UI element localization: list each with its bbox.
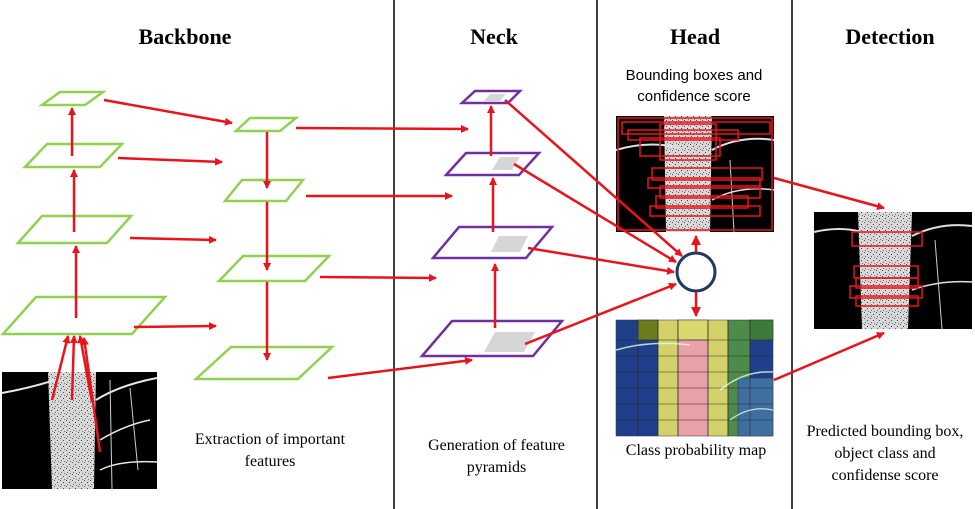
neck-plane-4 bbox=[419, 319, 565, 358]
class-probability-map bbox=[615, 319, 774, 437]
caption-neck-line2: pyramids bbox=[466, 459, 527, 476]
backbone-plane-l4 bbox=[0, 295, 168, 336]
backbone-plane-r4 bbox=[192, 345, 336, 381]
caption-backbone-line1: Extraction of important bbox=[194, 431, 346, 448]
section-dividers bbox=[393, 0, 793, 509]
caption-backbone-line2: features bbox=[244, 453, 296, 470]
input-image bbox=[1, 372, 158, 490]
caption-bounding-boxes: Bounding boxes and confidence score bbox=[604, 65, 784, 107]
backbone-planes-right bbox=[192, 116, 336, 381]
backbone-plane-r2 bbox=[222, 178, 306, 203]
neck-plane-3 bbox=[430, 225, 555, 260]
bounding-box-image bbox=[615, 116, 775, 233]
neck-plane-2 bbox=[443, 151, 542, 177]
section-title-backbone: Backbone bbox=[138, 24, 232, 49]
caption-backbone: Extraction of important features bbox=[165, 429, 375, 473]
backbone-plane-l1 bbox=[38, 90, 107, 107]
neck-plane-1 bbox=[458, 89, 524, 105]
combine-circle bbox=[675, 251, 717, 293]
caption-neck: Generation of feature pyramids bbox=[404, 435, 589, 479]
section-title-detection: Detection bbox=[845, 24, 935, 49]
neck-planes bbox=[419, 89, 565, 358]
section-title-neck: Neck bbox=[470, 24, 518, 49]
backbone-plane-r1 bbox=[232, 116, 300, 133]
caption-detection-line3: confidense score bbox=[831, 467, 939, 484]
caption-neck-line1: Generation of feature bbox=[428, 437, 565, 454]
caption-detection-line2: object class and bbox=[834, 445, 936, 462]
flow-arrows bbox=[50, 98, 885, 453]
detection-output-image bbox=[813, 212, 973, 330]
section-title-head: Head bbox=[669, 24, 721, 49]
caption-bounding-boxes-line1: Bounding boxes and bbox=[625, 67, 763, 84]
caption-bounding-boxes-line2: confidence score bbox=[637, 88, 751, 105]
backbone-planes-left bbox=[0, 90, 168, 336]
caption-detection-line1: Predicted bounding box, bbox=[806, 423, 964, 440]
backbone-plane-r3 bbox=[216, 254, 332, 283]
backbone-plane-l3 bbox=[15, 214, 134, 245]
caption-class-probability: Class probability map bbox=[625, 442, 767, 459]
backbone-plane-l2 bbox=[22, 142, 125, 169]
caption-detection: Predicted bounding box, object class and… bbox=[796, 421, 974, 487]
